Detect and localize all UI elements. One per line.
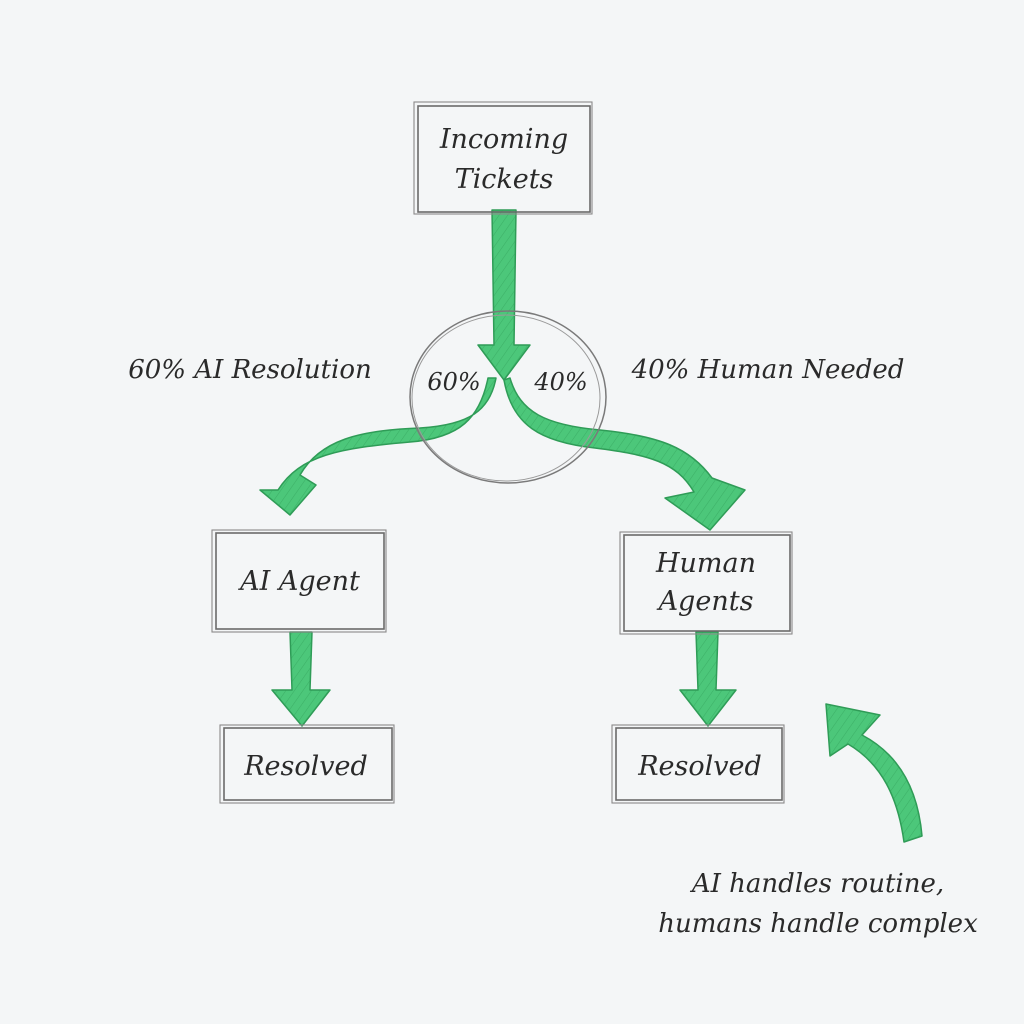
resolved-left-box	[219, 724, 395, 804]
human-agents-label-line1: Human	[655, 548, 756, 579]
split-right-percent: 40%	[533, 368, 587, 396]
split-circle	[409, 310, 607, 484]
trunk-arrow	[477, 209, 531, 381]
split-left-percent: 60%	[427, 368, 480, 396]
resolved-right-label: Resolved	[637, 751, 762, 782]
right-branch-arrow	[503, 377, 746, 531]
left-branch-label: 60% AI Resolution	[128, 355, 372, 385]
human-to-resolved-arrow	[679, 631, 737, 727]
annotation-line1: AI handles routine,	[690, 869, 944, 899]
resolved-left-label: Resolved	[243, 751, 368, 782]
human-agents-box	[619, 531, 793, 635]
incoming-tickets-box	[413, 101, 593, 215]
right-branch-label: 40% Human Needed	[631, 355, 905, 385]
left-branch-arrow	[259, 377, 497, 516]
resolved-right-box	[611, 724, 785, 804]
human-agents-label-line2: Agents	[656, 586, 754, 617]
ai-to-resolved-arrow	[271, 631, 331, 727]
incoming-label-line2: Tickets	[455, 164, 554, 195]
annotation-arrow	[825, 703, 923, 843]
ai-agent-box	[211, 529, 387, 633]
incoming-label-line1: Incoming	[439, 124, 568, 155]
ai-agent-label: AI Agent	[237, 566, 360, 597]
annotation-line2: humans handle complex	[658, 909, 978, 939]
